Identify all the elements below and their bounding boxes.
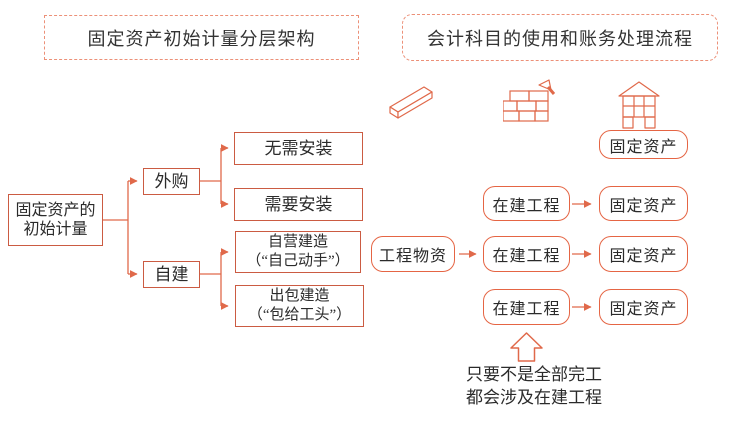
node-label: 固定资产 (609, 197, 678, 215)
node-label: （“包给工头”） (247, 307, 352, 323)
node-fixed-assets-row4: 固定资产 (599, 289, 688, 325)
node-label: 无需安装 (264, 138, 333, 158)
node-label: 固定资产 (609, 248, 678, 265)
node-self-built: 自建 (143, 261, 200, 288)
block-up-arrow-icon (510, 332, 543, 367)
brick-wall-trowel-icon (502, 79, 557, 128)
node-cip-row3: 在建工程 (483, 236, 570, 272)
node-fixed-assets-row3: 固定资产 (599, 236, 688, 272)
header-accounting-flow-title: 会计科目的使用和账务处理流程 (402, 14, 718, 61)
node-label: 在建工程 (492, 301, 561, 318)
node-label: （“自己动手”） (246, 253, 350, 269)
node-cip-row4: 在建工程 (483, 289, 570, 325)
node-label: 固定资产 (609, 301, 678, 318)
node-label: 需要安装 (264, 194, 333, 214)
house-under-construction-icon (618, 81, 660, 134)
node-label: 工程物资 (378, 248, 447, 265)
node-label: 固定资产的 (15, 202, 96, 219)
node-cip-row2: 在建工程 (483, 186, 570, 221)
header-structure-title: 固定资产初始计量分层架构 (44, 15, 359, 60)
brick-icon (388, 82, 434, 125)
node-engineering-materials: 工程物资 (371, 236, 455, 272)
node-purchased: 外购 (143, 168, 200, 195)
node-label: 外购 (154, 171, 189, 191)
annotation-line: 都会涉及在建工程 (466, 388, 602, 407)
node-install-needed: 需要安装 (234, 188, 363, 221)
node-no-install-needed: 无需安装 (234, 132, 363, 165)
node-label: 固定资产 (609, 138, 678, 156)
node-fixed-assets-row2: 固定资产 (599, 186, 688, 221)
node-self-construction: 自营建造 （“自己动手”） (235, 231, 361, 273)
header-label: 会计科目的使用和账务处理流程 (427, 28, 693, 49)
annotation-line: 只要不是全部完工 (466, 365, 602, 384)
annotation-note: 只要不是全部完工 都会涉及在建工程 (424, 363, 644, 409)
node-fixed-assets-row1: 固定资产 (599, 130, 688, 159)
node-contracted-construction: 出包建造 （“包给工头”） (235, 285, 364, 327)
node-label: 在建工程 (492, 248, 561, 265)
node-label: 自建 (154, 264, 189, 284)
node-label: 在建工程 (492, 197, 561, 215)
header-label: 固定资产初始计量分层架构 (87, 28, 316, 49)
node-label: 自营建造 (267, 234, 328, 250)
node-label: 出包建造 (269, 288, 330, 304)
node-root-initial-measurement: 固定资产的 初始计量 (8, 194, 103, 246)
node-label: 初始计量 (23, 221, 88, 238)
